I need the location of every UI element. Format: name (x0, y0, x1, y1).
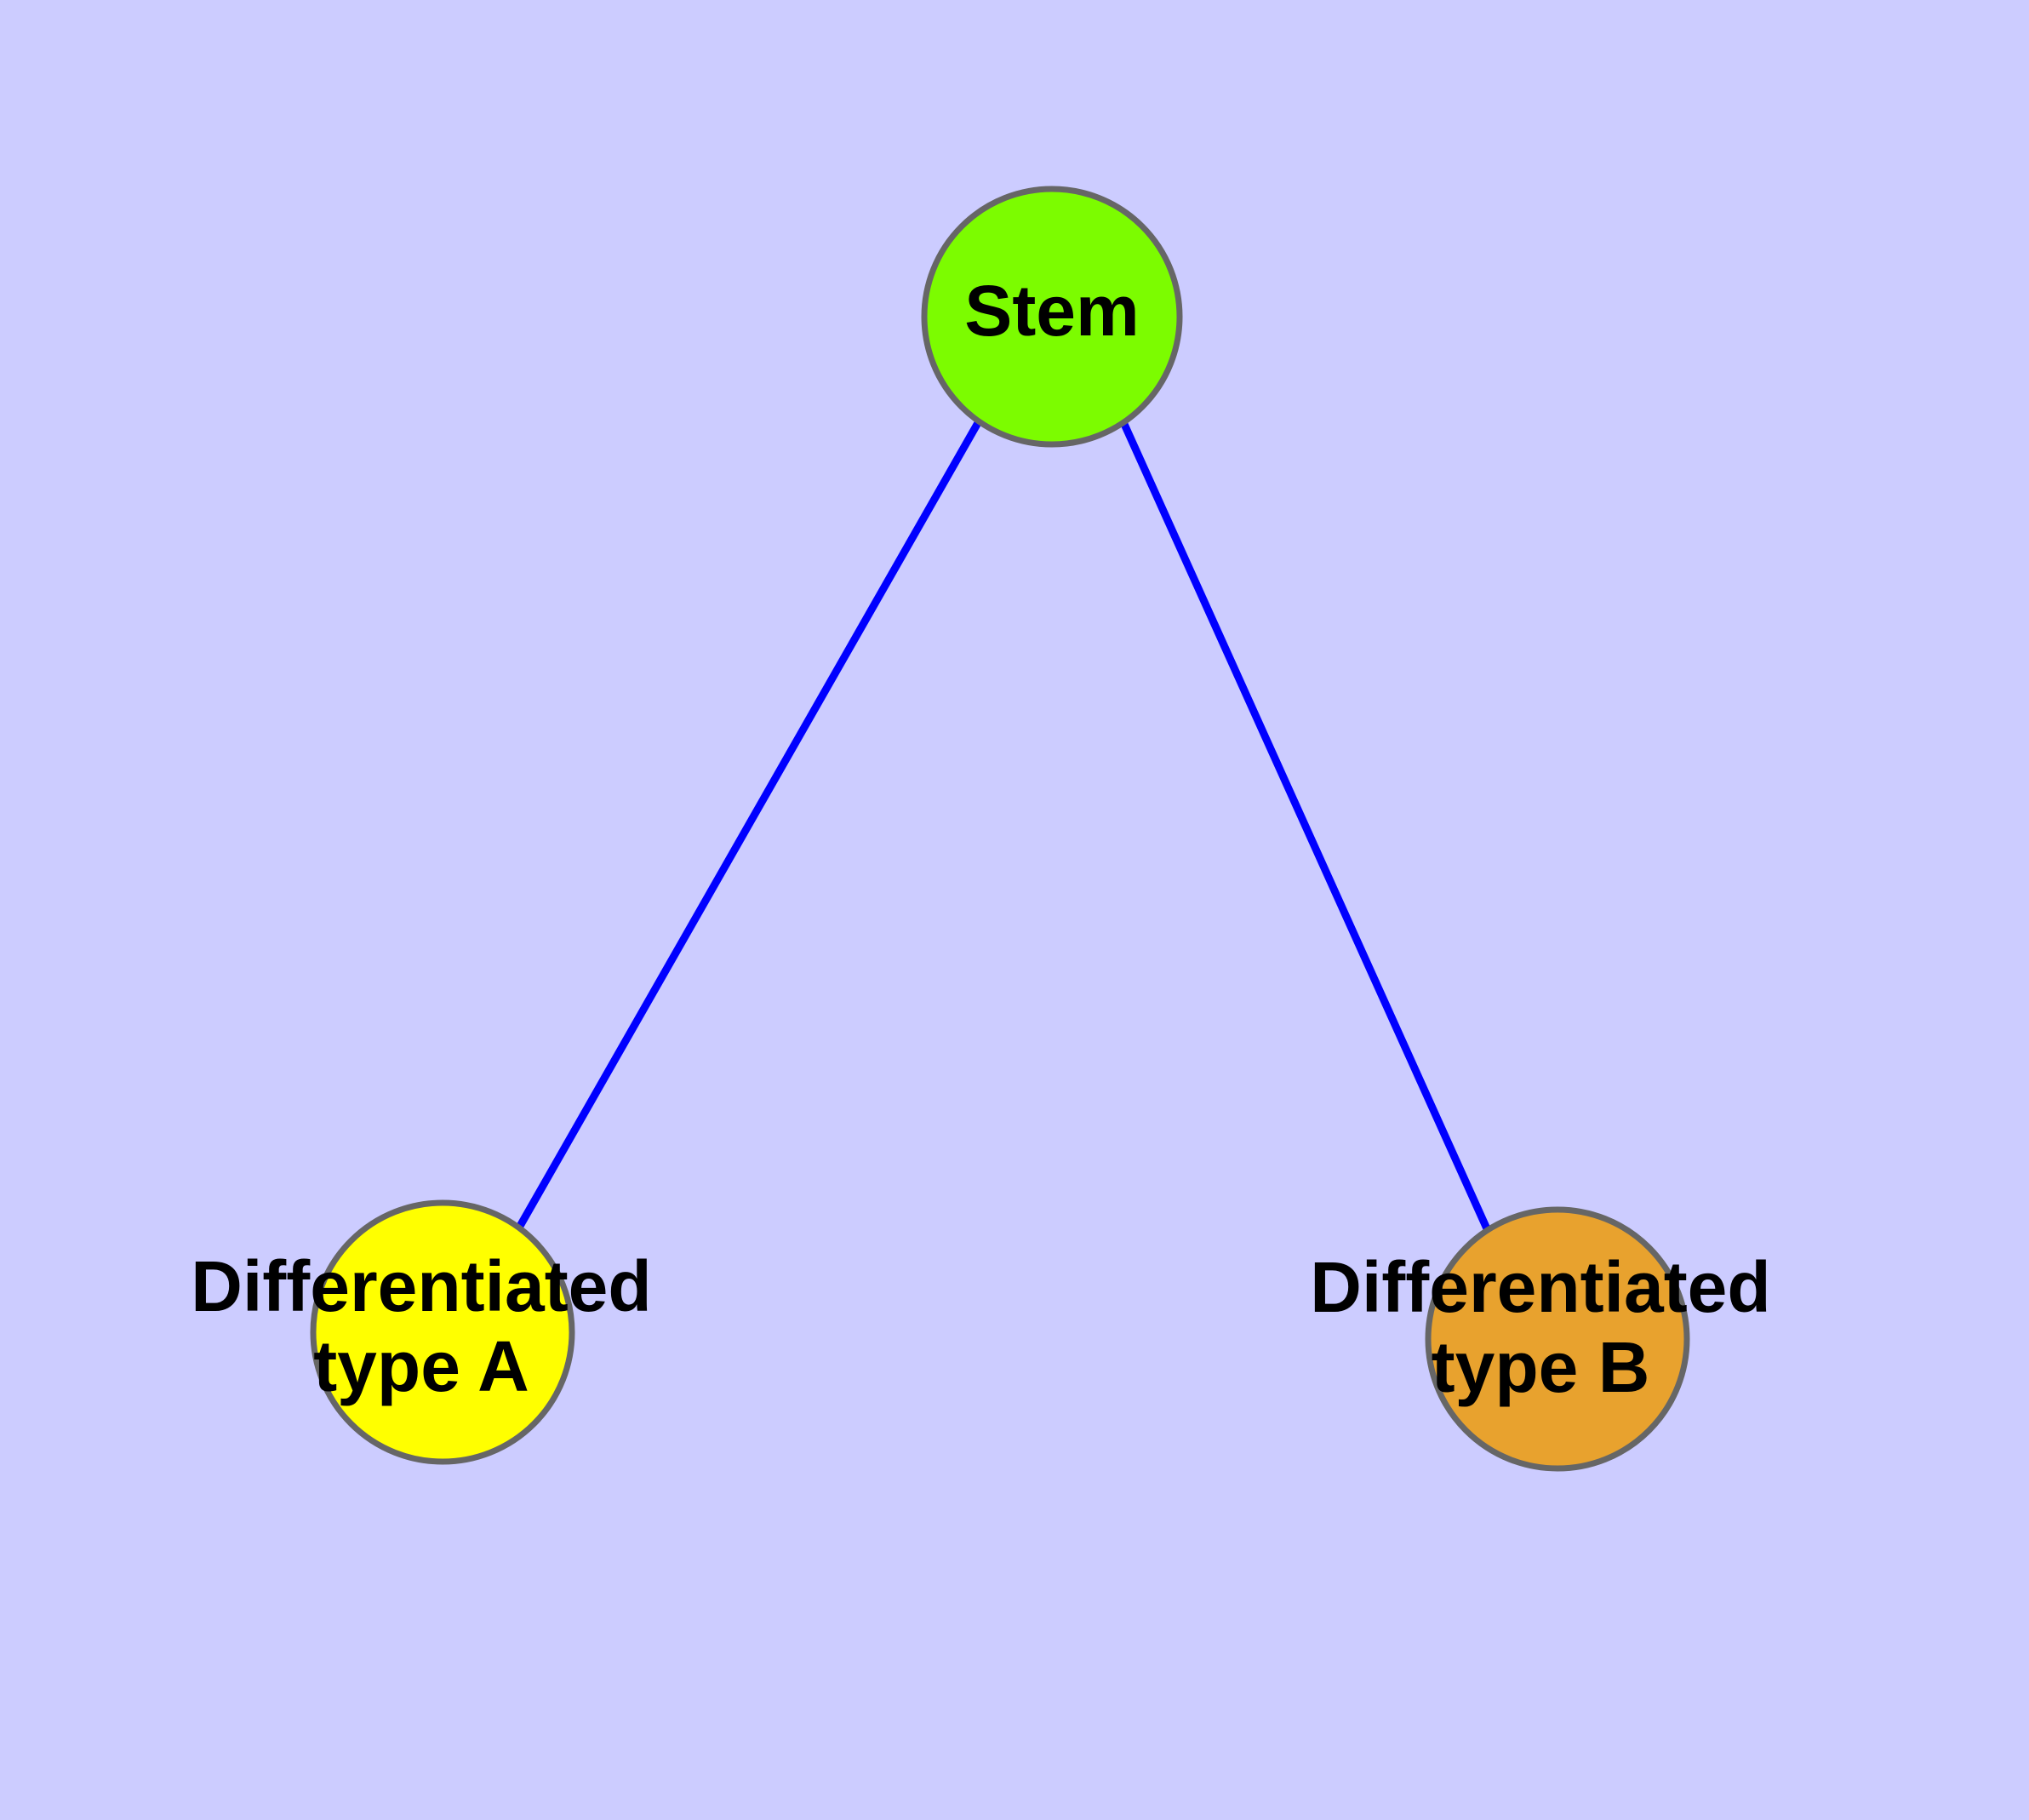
node-label-line: Differentiated (191, 1246, 651, 1326)
node-stem[interactable]: Stem (921, 186, 1183, 448)
node-label-line: type B (1432, 1327, 1650, 1407)
node-label-line: type A (313, 1326, 529, 1406)
node-label-line: Stem (964, 271, 1139, 351)
node-differentiated-type-b-circle[interactable] (1425, 1206, 1690, 1472)
node-differentiated-type-a-circle[interactable] (310, 1199, 575, 1465)
edges-layer (516, 419, 1494, 1236)
node-stem-label: Stem (964, 271, 1139, 351)
edge-stem-to-differentiated-type-a (516, 419, 982, 1230)
node-stem-circle[interactable] (921, 186, 1183, 448)
edge-stem-to-differentiated-type-b (1119, 421, 1494, 1236)
node-label-line: Differentiated (1310, 1247, 1770, 1327)
